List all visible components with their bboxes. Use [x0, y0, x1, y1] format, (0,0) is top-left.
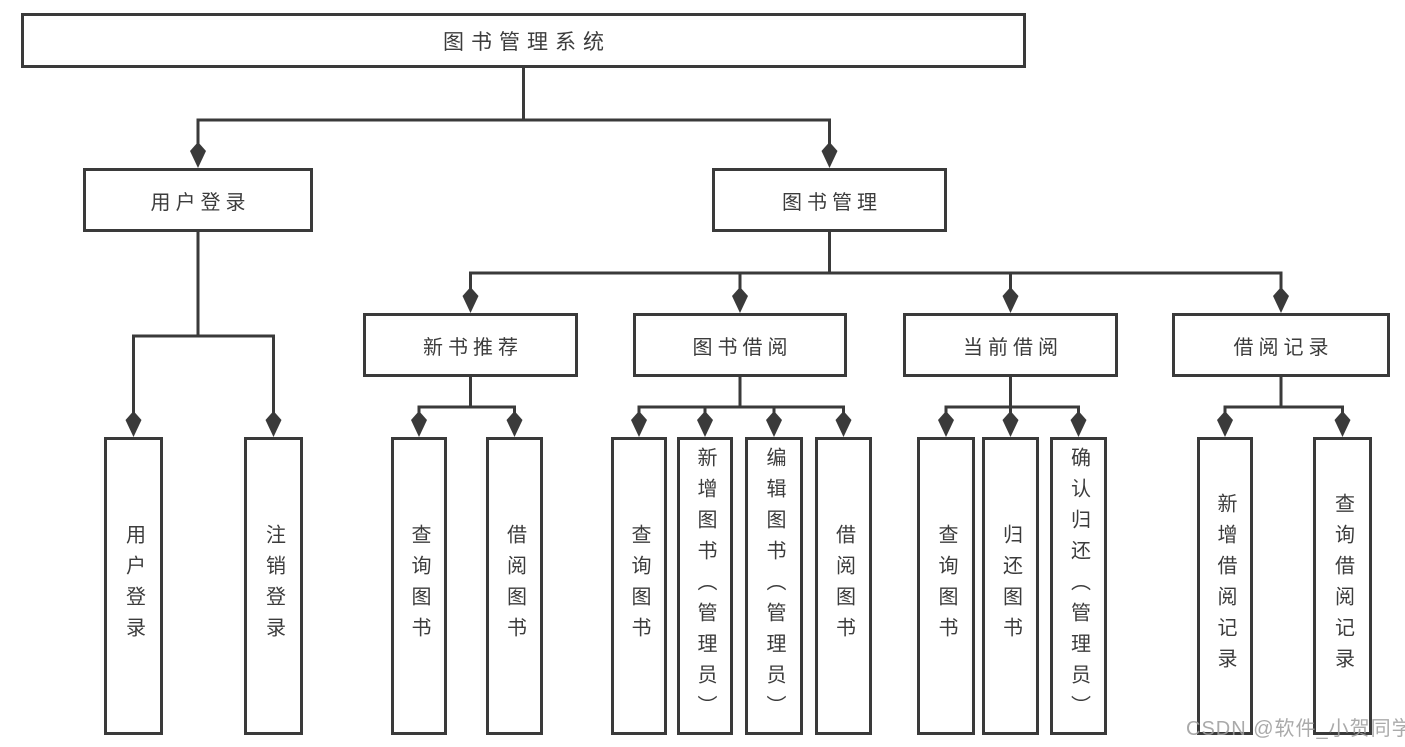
node-add-books-admin: 新增图书（管理员） [677, 437, 733, 735]
node-label: 新书推荐 [423, 336, 523, 359]
node-edit-books-admin: 编辑图书（管理员） [745, 437, 803, 735]
node-book-borrowing: 图书借阅 [633, 313, 847, 377]
node-add-borrow-record: 新增借阅记录 [1197, 437, 1253, 735]
node-new-book-recommend: 新书推荐 [363, 313, 578, 377]
node-borrow-books-recommend: 借阅图书 [486, 437, 543, 735]
node-query-books-recommend: 查询图书 [391, 437, 447, 735]
node-logout: 注销登录 [244, 437, 303, 735]
node-borrow-books: 借阅图书 [815, 437, 872, 735]
node-login: 用户登录 [104, 437, 163, 735]
node-book-management: 图书管理 [712, 168, 947, 232]
node-label: 查询图书 [628, 524, 650, 648]
node-current-borrowing: 当前借阅 [903, 313, 1118, 377]
node-label: 编辑图书（管理员） [763, 446, 785, 726]
node-label: 查询图书 [408, 524, 430, 648]
node-user-login: 用户登录 [83, 168, 313, 232]
node-label: 归还图书 [999, 524, 1022, 648]
node-label: 借阅记录 [1233, 336, 1334, 359]
node-return-books: 归还图书 [982, 437, 1039, 735]
node-label: 查询图书 [935, 524, 957, 648]
node-confirm-return-admin: 确认归还（管理员） [1050, 437, 1107, 735]
node-label: 图书管理系统 [443, 30, 611, 54]
node-label: 图书借阅 [692, 336, 793, 359]
node-borrowing-records: 借阅记录 [1172, 313, 1390, 377]
node-label: 注销登录 [262, 524, 285, 648]
node-label: 借阅图书 [503, 524, 526, 648]
node-label: 新增图书（管理员） [694, 446, 716, 726]
node-library-system: 图书管理系统 [21, 13, 1026, 68]
node-label: 查询借阅记录 [1331, 493, 1354, 679]
node-label: 借阅图书 [832, 524, 855, 648]
node-label: 当前借阅 [963, 336, 1063, 359]
node-query-borrow-record: 查询借阅记录 [1313, 437, 1372, 735]
node-label: 图书管理 [782, 191, 882, 214]
node-query-books-current: 查询图书 [917, 437, 975, 735]
node-label: 用户登录 [150, 191, 251, 214]
node-label: 确认归还（管理员） [1067, 446, 1090, 726]
node-label: 用户登录 [122, 524, 145, 648]
watermark: CSDN @软件_小贺同学 [1186, 718, 1405, 740]
node-label: 新增借阅记录 [1214, 493, 1236, 679]
node-query-books-borrow: 查询图书 [611, 437, 667, 735]
